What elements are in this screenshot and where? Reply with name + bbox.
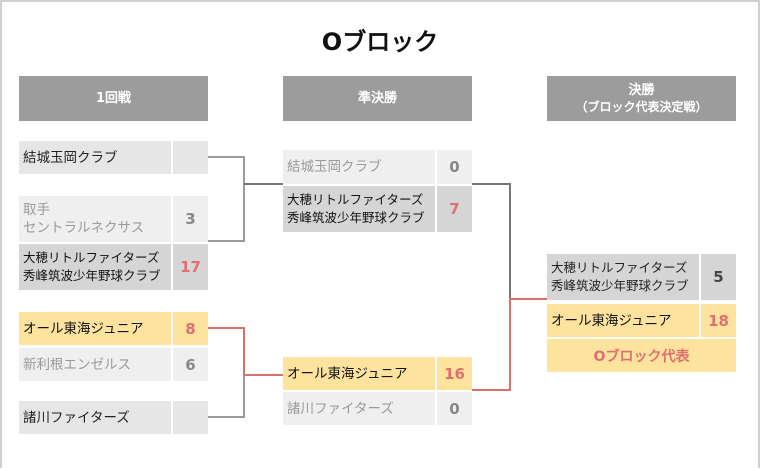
team-name: 諸川ファイターズ bbox=[283, 392, 435, 425]
team-name-line2: 秀峰筑波少年野球クラブ bbox=[551, 278, 689, 293]
semi-slot-2: 大穂リトルファイターズ 秀峰筑波少年野球クラブ 7 bbox=[283, 186, 472, 232]
r1-line-b-win bbox=[208, 327, 283, 376]
team-name-line2: 秀峰筑波少年野球クラブ bbox=[287, 210, 425, 225]
team-name: オール東海ジュニア bbox=[283, 357, 435, 390]
semi-line-a bbox=[472, 183, 511, 299]
r1-line-a bbox=[208, 156, 245, 242]
team-name-line2: 秀峰筑波少年野球クラブ bbox=[23, 268, 161, 283]
header-semi-label: 準決勝 bbox=[357, 91, 397, 106]
score: 7 bbox=[435, 186, 472, 232]
score: 17 bbox=[171, 244, 208, 290]
semi-slot-4: 諸川ファイターズ 0 bbox=[283, 392, 472, 425]
r1-slot-5: 新利根エンゼルス 6 bbox=[19, 348, 208, 381]
team-name-line1: 大穂リトルファイターズ bbox=[23, 250, 160, 265]
r1-slot-1: 結城玉岡クラブ bbox=[19, 141, 208, 174]
team-name: 大穂リトルファイターズ 秀峰筑波少年野球クラブ bbox=[283, 186, 435, 232]
semi-line-b bbox=[472, 298, 547, 391]
semi-slot-3: オール東海ジュニア 16 bbox=[283, 357, 472, 390]
page-title: Oブロック bbox=[321, 28, 439, 56]
r1-slot-6: 諸川ファイターズ bbox=[19, 401, 208, 434]
score: 0 bbox=[435, 150, 472, 184]
team-name-line1: 大穂リトルファイターズ bbox=[287, 192, 424, 207]
team-name-line2: セントラルネクサス bbox=[23, 220, 145, 236]
team-name: オール東海ジュニア bbox=[547, 304, 699, 337]
score bbox=[171, 401, 208, 434]
header-semi: 準決勝 bbox=[283, 76, 472, 121]
score: 3 bbox=[171, 196, 208, 242]
team-name: オール東海ジュニア bbox=[19, 312, 171, 345]
team-name: 取手 セントラルネクサス bbox=[19, 196, 171, 242]
header-final: 決勝 （ブロック代表決定戦） bbox=[547, 76, 736, 121]
team-name-line1: 大穂リトルファイターズ bbox=[551, 260, 688, 275]
team-name: 大穂リトルファイターズ 秀峰筑波少年野球クラブ bbox=[547, 254, 699, 300]
semi-slot-1: 結城玉岡クラブ 0 bbox=[283, 150, 472, 184]
score: 5 bbox=[699, 254, 736, 300]
r1-line-b-lose bbox=[208, 375, 245, 418]
score: 6 bbox=[171, 348, 208, 381]
r1-slot-3: 大穂リトルファイターズ 秀峰筑波少年野球クラブ 17 bbox=[19, 244, 208, 290]
team-name: 結城玉岡クラブ bbox=[19, 141, 171, 174]
header-round1-label: 1回戦 bbox=[95, 91, 132, 106]
final-slot-2: オール東海ジュニア 18 bbox=[547, 304, 736, 337]
r1-slot-2: 取手 セントラルネクサス 3 bbox=[19, 196, 208, 242]
score: 8 bbox=[171, 312, 208, 345]
header-final-label: 決勝 bbox=[628, 82, 655, 98]
team-name: 新利根エンゼルス bbox=[19, 348, 171, 381]
r1-slot-4: オール東海ジュニア 8 bbox=[19, 312, 208, 345]
score: 0 bbox=[435, 392, 472, 425]
header-final-sublabel: （ブロック代表決定戦） bbox=[575, 99, 708, 114]
score: 18 bbox=[699, 304, 736, 337]
team-name: 諸川ファイターズ bbox=[19, 401, 171, 434]
score: 16 bbox=[435, 357, 472, 390]
team-name-line1: 取手 bbox=[23, 202, 50, 218]
final-slot-1: 大穂リトルファイターズ 秀峰筑波少年野球クラブ 5 bbox=[547, 254, 736, 300]
score bbox=[171, 141, 208, 174]
header-round1: 1回戦 bbox=[19, 76, 208, 121]
team-name: 結城玉岡クラブ bbox=[283, 150, 435, 184]
block-representative-badge: Oブロック代表 bbox=[547, 339, 736, 372]
team-name: 大穂リトルファイターズ 秀峰筑波少年野球クラブ bbox=[19, 244, 171, 290]
